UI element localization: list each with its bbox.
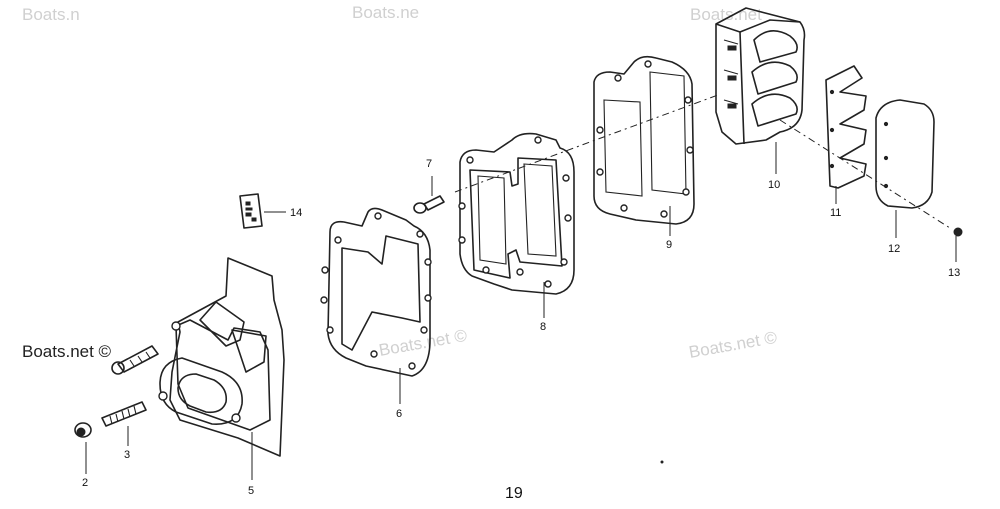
part-6-gasket <box>320 207 432 404</box>
part-14-decal <box>239 193 286 229</box>
part-5-adapter-housing <box>158 257 285 480</box>
callout-8: 8 <box>540 321 546 333</box>
part-3-stud <box>101 401 147 446</box>
callout-14: 14 <box>290 207 302 219</box>
callout-6: 6 <box>396 408 402 420</box>
part-10-reed-cage <box>715 7 806 174</box>
watermark-top-left: Boats.n <box>22 5 80 24</box>
callout-12: 12 <box>888 243 900 255</box>
watermark-right: Boats.net © <box>687 328 778 362</box>
callout-3: 3 <box>124 449 130 461</box>
part-8-spacer-plate <box>458 132 575 318</box>
callout-11: 11 <box>830 207 841 219</box>
watermark-top-mid: Boats.ne <box>352 3 419 22</box>
part-13-screw <box>953 227 963 262</box>
callout-9: 9 <box>666 239 672 251</box>
callout-5: 5 <box>248 485 254 497</box>
part-9-gasket <box>593 55 695 236</box>
part-11-reed-petals <box>825 65 867 204</box>
part-2-nut <box>74 422 92 474</box>
part-7-screw <box>413 176 445 214</box>
page-number: 19 <box>505 485 523 502</box>
callout-13: 13 <box>948 267 960 279</box>
watermark-top-right: Boats.net <box>690 5 762 24</box>
callout-2: 2 <box>82 477 88 489</box>
part-12-reed-stop <box>875 99 935 238</box>
callout-7: 7 <box>426 158 432 170</box>
callout-10: 10 <box>768 179 780 191</box>
watermark-left: Boats.net © <box>22 342 112 361</box>
part-bolt-left <box>111 345 159 375</box>
